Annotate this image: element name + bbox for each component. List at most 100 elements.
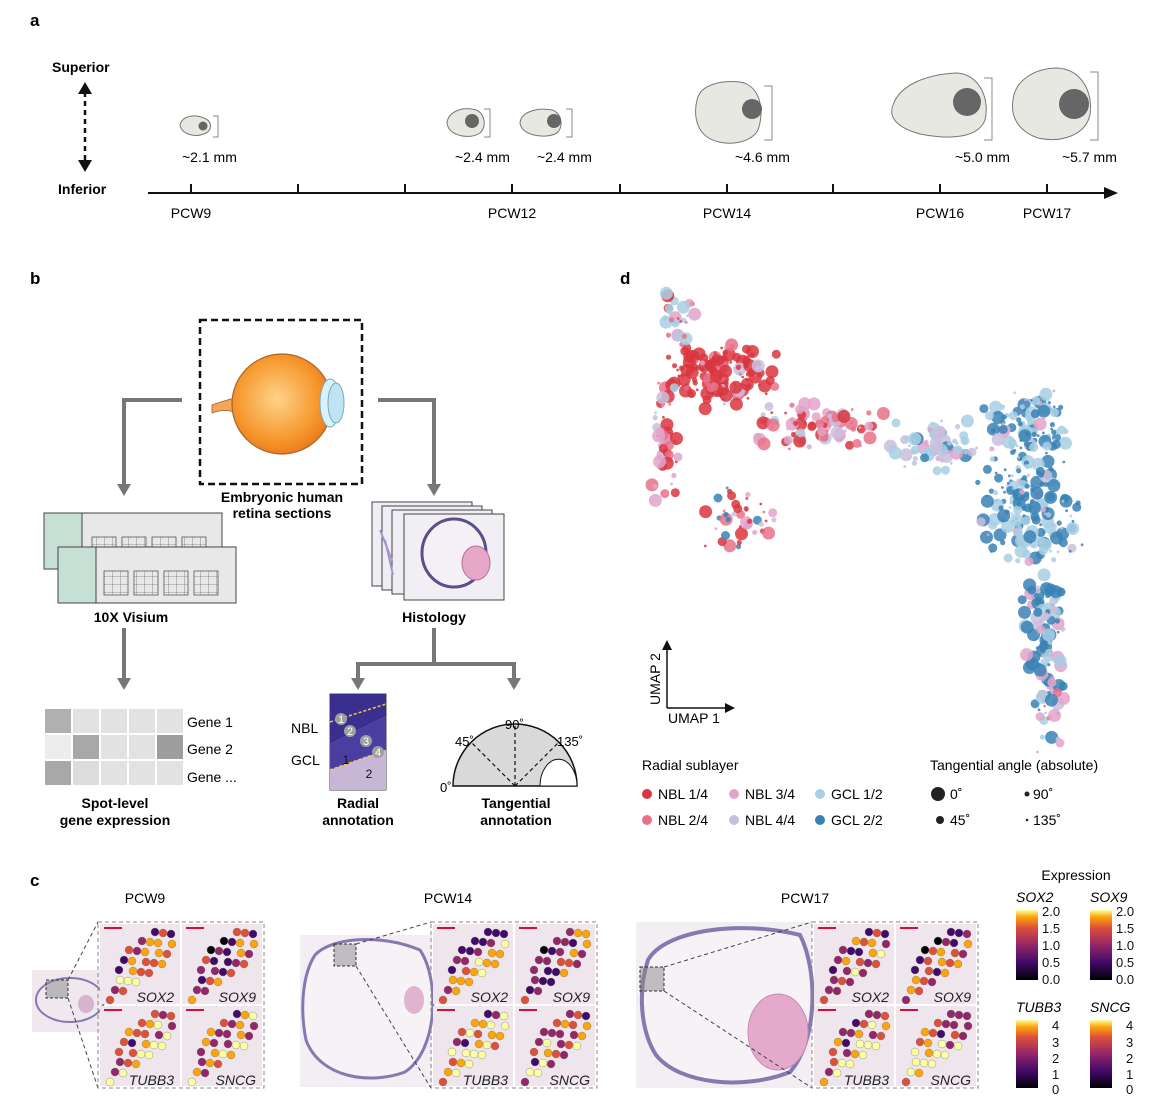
umap-point <box>1049 549 1052 553</box>
umap-point <box>729 380 743 394</box>
expression-spot <box>937 1039 947 1049</box>
cbar-sox9-tick-20: 2.0 <box>1116 904 1134 919</box>
umap-point <box>1009 479 1013 483</box>
umap-point <box>1013 528 1023 538</box>
umap-point <box>1024 557 1034 567</box>
umap-point <box>740 377 754 391</box>
expression-spot <box>581 929 591 939</box>
expression-spot <box>854 1029 864 1039</box>
umap-point <box>955 424 961 430</box>
umap-point <box>1008 436 1012 440</box>
cbar-sncg <box>1090 1020 1112 1088</box>
expression-spot <box>933 1018 943 1028</box>
histology-label: Histology <box>402 609 466 625</box>
expression-spot <box>219 1018 229 1028</box>
umap-point <box>665 332 672 338</box>
expression-spot <box>239 959 249 969</box>
umap-point <box>709 369 723 383</box>
umap-point <box>658 443 668 453</box>
umap-point <box>1069 514 1073 518</box>
umap-point <box>795 404 804 414</box>
umap-point <box>735 364 742 370</box>
umap-point <box>1043 704 1046 708</box>
umap-point <box>1003 468 1007 472</box>
umap-point <box>692 380 698 386</box>
expression-spot <box>213 1059 223 1069</box>
expression-spot <box>460 1038 470 1048</box>
expression-spot <box>863 958 873 968</box>
umap-point <box>1014 544 1028 558</box>
expression-spot <box>235 1020 245 1030</box>
expression-spot <box>249 939 259 949</box>
expression-spot <box>438 995 448 1005</box>
gene-1: Gene 1 <box>187 714 233 730</box>
cbar-sox2-tick-00: 0.0 <box>1042 972 1060 987</box>
expression-spot <box>166 929 176 939</box>
umap-point <box>1035 651 1039 655</box>
cbar-sncg-tick-1: 1 <box>1126 1067 1133 1082</box>
umap-point <box>793 420 799 426</box>
pcw14-overview <box>300 935 435 1087</box>
expression-spot <box>941 1019 951 1029</box>
eye-pcw14 <box>695 81 773 144</box>
umap-point <box>976 517 986 527</box>
umap-point <box>807 397 821 411</box>
expression-spot <box>915 1037 925 1047</box>
umap-point <box>751 359 765 373</box>
expression-spot <box>227 937 237 947</box>
expression-spot <box>582 1021 592 1031</box>
umap-point <box>1012 487 1015 490</box>
umap-point <box>1007 481 1010 485</box>
expression-spot <box>167 1021 177 1031</box>
expression-spot <box>500 1021 510 1031</box>
umap-point <box>759 502 763 506</box>
umap-point <box>714 527 718 531</box>
umap-point <box>1048 708 1062 722</box>
expression-spot <box>137 1018 147 1028</box>
expression-spot <box>940 968 950 978</box>
expression-spot <box>837 1058 847 1068</box>
expression-spot <box>478 1019 488 1029</box>
umap-point <box>960 414 974 428</box>
umap-point <box>850 408 854 411</box>
umap-point <box>661 404 665 408</box>
expression-spot <box>145 937 155 947</box>
eye-pcw17 <box>1011 67 1099 141</box>
umap-point <box>888 446 902 460</box>
expression-spot <box>906 1067 916 1077</box>
expression-spot <box>538 1058 548 1068</box>
umap-point <box>698 402 712 416</box>
cbar-ticks-top: 2.0 1.5 1.0 0.5 0.0 2.0 1.5 1.0 0.5 0.0 <box>1042 904 1134 987</box>
umap-point <box>1017 421 1023 427</box>
expression-spot <box>187 1077 197 1087</box>
expression-spot <box>906 985 916 995</box>
umap-point <box>758 521 764 527</box>
expression-spot <box>910 965 920 975</box>
umap-point <box>1035 712 1045 722</box>
umap-point <box>771 349 781 359</box>
expression-spot <box>530 1057 540 1067</box>
tick-pcw16: PCW16 <box>916 205 964 221</box>
expression-spot <box>443 985 453 995</box>
cbar-sox9-tick-05: 0.5 <box>1116 955 1134 970</box>
expression-spot <box>145 1019 155 1029</box>
expression-spot <box>928 946 938 956</box>
umap-point <box>1043 520 1057 534</box>
umap-point <box>1024 398 1027 402</box>
expression-spot <box>140 947 150 957</box>
umap-point <box>702 395 712 405</box>
expression-spot <box>457 1027 467 1037</box>
umap-point <box>1062 460 1066 464</box>
umap-point <box>1037 568 1051 582</box>
cbar-sncg-tick-3: 3 <box>1126 1035 1133 1050</box>
umap-point <box>735 527 748 541</box>
umap-point <box>671 472 677 479</box>
cbar-sncg-tick-4: 4 <box>1126 1018 1133 1033</box>
expression-spot <box>845 1059 855 1069</box>
umap-point <box>985 411 994 421</box>
umap-point <box>1058 404 1064 410</box>
timeline-axis <box>148 184 1118 199</box>
umap-point <box>1001 422 1005 426</box>
expression-spot <box>451 986 461 996</box>
expression-spot <box>486 1020 496 1030</box>
